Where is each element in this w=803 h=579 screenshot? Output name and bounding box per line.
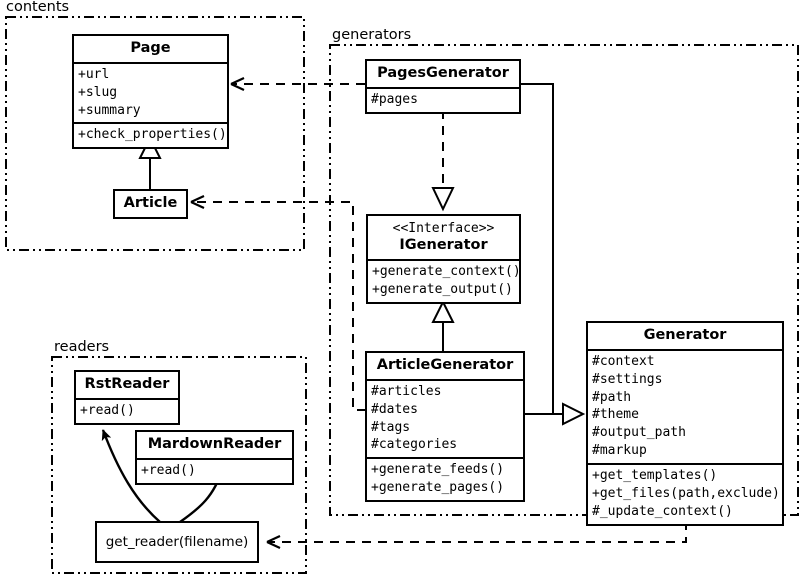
class-igenerator-name: IGenerator: [399, 236, 488, 253]
attribute: #tags: [371, 419, 411, 435]
method: +get_files(path,exclude): [592, 486, 780, 502]
edge-articlegenerator-to-igenerator: [431, 299, 455, 352]
class-pagesgenerator-attributes: #pages: [367, 86, 519, 112]
attribute: #theme: [592, 407, 639, 423]
attribute: +slug: [78, 84, 118, 100]
method: +get_templates(): [592, 468, 718, 484]
attribute: #dates: [371, 401, 418, 417]
edge-generators-to-generator: [521, 83, 586, 426]
class-page-name: Page: [130, 40, 171, 56]
attribute: #markup: [592, 443, 647, 459]
edge-articlegenerator-to-article: [190, 195, 366, 411]
class-generator[interactable]: Generator #context #settings #path #them…: [586, 321, 784, 527]
class-page-methods: +check_properties(): [74, 122, 227, 147]
class-page-attributes: +url +slug +summary: [74, 61, 227, 123]
class-article-name: Article: [123, 195, 178, 211]
class-articlegenerator-methods: +generate_feeds() +generate_pages(): [367, 457, 523, 500]
class-igenerator-methods: +generate_context() +generate_output(): [368, 258, 521, 302]
attribute: #settings: [592, 371, 663, 387]
class-pagesgenerator-name: PagesGenerator: [377, 65, 509, 81]
method: +read(): [141, 462, 196, 478]
attribute: +summary: [78, 102, 141, 118]
method: #_update_context(): [592, 504, 733, 520]
attribute: #path: [592, 389, 632, 405]
class-igenerator-stereotype: <<Interface>>: [392, 221, 495, 236]
class-articlegenerator-attributes: #articles #dates #tags #categories: [367, 378, 523, 458]
class-pagesgenerator[interactable]: PagesGenerator #pages: [365, 59, 521, 114]
method: +read(): [80, 402, 135, 418]
edge-pagesgenerator-to-igenerator: [431, 110, 455, 212]
class-mardownreader[interactable]: MardownReader +read(): [135, 430, 294, 485]
class-rstreader-name: RstReader: [84, 376, 170, 392]
method: +check_properties(): [78, 127, 227, 143]
class-rstreader[interactable]: RstReader +read(): [74, 370, 180, 425]
attribute: #context: [592, 353, 655, 369]
method: +generate_pages(): [371, 480, 505, 496]
class-generator-methods: +get_templates() +get_files(path,exclude…: [588, 463, 782, 524]
class-articlegenerator-name: ArticleGenerator: [376, 357, 514, 373]
class-generator-name: Generator: [643, 327, 727, 343]
method: +generate_context(): [372, 263, 521, 279]
class-generator-attributes: #context #settings #path #theme #output_…: [588, 348, 782, 464]
attribute: #output_path: [592, 425, 686, 441]
package-label-generators: generators: [330, 27, 414, 43]
method: +generate_feeds(): [371, 462, 505, 478]
package-label-contents: contents: [4, 0, 72, 15]
attribute: +url: [78, 66, 110, 82]
class-articlegenerator[interactable]: ArticleGenerator #articles #dates #tags …: [365, 351, 525, 503]
class-rstreader-methods: +read(): [76, 397, 178, 423]
function-get-reader-label: get_reader(filename): [105, 534, 249, 550]
class-igenerator[interactable]: <<Interface>> IGenerator +generate_conte…: [366, 214, 521, 304]
class-article[interactable]: Article: [113, 189, 188, 219]
class-page[interactable]: Page +url +slug +summary +check_properti…: [72, 34, 229, 150]
attribute: #categories: [371, 437, 458, 453]
class-mardownreader-methods: +read(): [137, 457, 292, 483]
attribute: #articles: [371, 383, 442, 399]
attribute: #pages: [371, 91, 418, 107]
method: +generate_output(): [372, 281, 513, 297]
class-mardownreader-name: MardownReader: [147, 436, 282, 452]
function-get-reader[interactable]: get_reader(filename): [95, 521, 259, 563]
package-label-readers: readers: [52, 339, 112, 355]
